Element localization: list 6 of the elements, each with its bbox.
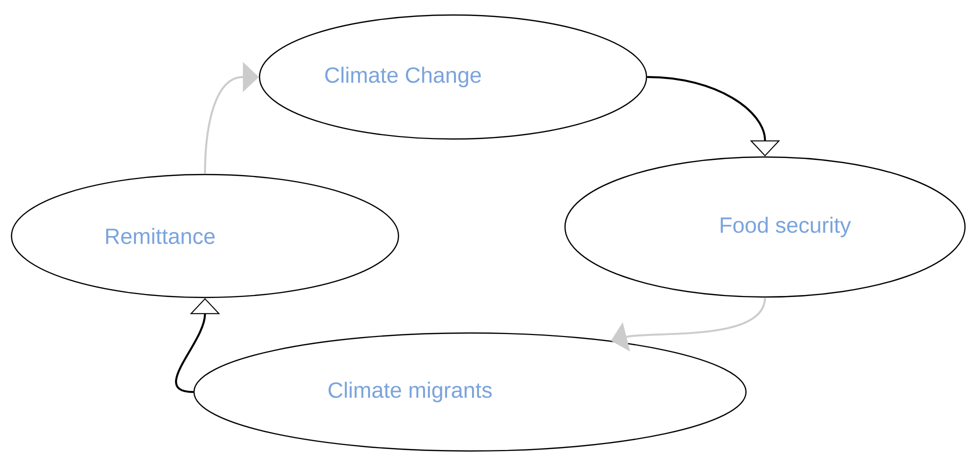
- ellipse-node: Food security: [564, 156, 966, 298]
- curved-arrow: [647, 76, 780, 156]
- ellipse-node: Climate migrants: [193, 332, 747, 452]
- ellipse-node: Remittance: [10, 174, 400, 298]
- ellipse-node: Climate Change: [258, 14, 648, 140]
- curved-arrow: [204, 62, 259, 174]
